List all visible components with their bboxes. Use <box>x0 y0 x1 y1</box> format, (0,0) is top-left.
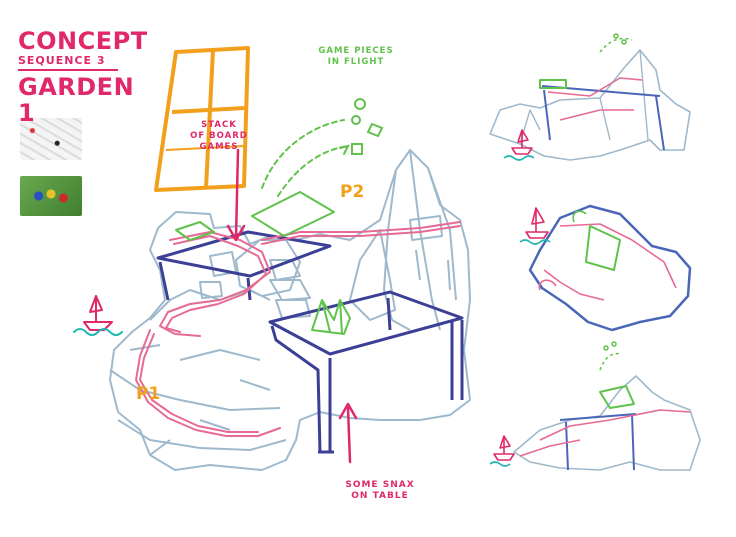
title-garden: GARDEN 1 <box>18 73 135 127</box>
note-snax: SOME SNAX ON TABLE <box>332 480 428 502</box>
note-stack-line2: OF BOARD <box>190 131 248 141</box>
note-stack-line3: GAMES <box>199 142 239 152</box>
concept-title-block: CONCEPT SEQUENCE 3 GARDEN 1 <box>18 27 148 127</box>
marble-track-main <box>135 221 461 437</box>
note-stack: STACK OF BOARD GAMES <box>188 120 250 153</box>
orange-window-frame <box>154 46 250 192</box>
board-game-pieces-thumbnail <box>20 176 82 216</box>
playing-cards-thumbnail <box>20 118 82 160</box>
title-concept: CONCEPT <box>18 27 148 55</box>
title-sequence: SEQUENCE 3 <box>18 54 106 67</box>
thumbnail-side-view <box>489 341 701 471</box>
player-label-p2: P2 <box>340 182 365 202</box>
thumbnail-top-down <box>519 204 692 332</box>
note-stack-line1: STACK <box>201 120 237 130</box>
tables <box>156 230 464 454</box>
note-game-pieces-line2: IN FLIGHT <box>327 57 385 67</box>
thumbnail-top-right <box>489 33 691 161</box>
note-snax-line1: SOME SNAX <box>345 480 415 490</box>
title-divider <box>18 69 118 71</box>
annotation-arrows <box>226 148 358 464</box>
game-pieces-flight <box>261 98 384 197</box>
note-snax-line2: ON TABLE <box>351 491 409 501</box>
note-game-pieces: GAME PIECES IN FLIGHT <box>310 46 402 68</box>
green-board-stack <box>175 191 351 335</box>
note-game-pieces-line1: GAME PIECES <box>318 46 394 56</box>
sailboat-left <box>73 295 123 336</box>
player-label-p1: P1 <box>136 384 161 404</box>
